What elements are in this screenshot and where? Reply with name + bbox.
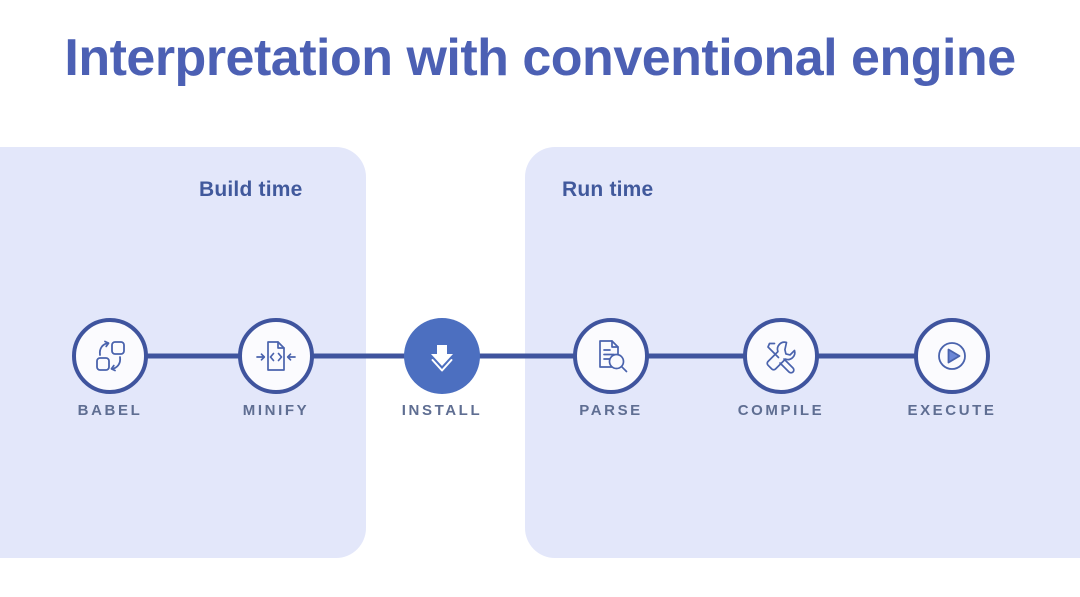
pipeline-node-parse[interactable]: PARSE — [573, 318, 649, 419]
node-disc — [743, 318, 819, 394]
transform-squares-icon — [90, 336, 130, 376]
pipeline-node-minify[interactable]: MINIFY — [238, 318, 314, 419]
pipeline-node-execute[interactable]: EXECUTE — [907, 318, 994, 419]
pipeline-node-install[interactable]: INSTALL — [402, 318, 480, 419]
document-magnifier-icon — [590, 335, 632, 377]
node-label: BABEL — [77, 402, 143, 419]
panel-build-time-label: Build time — [199, 178, 303, 201]
node-disc — [914, 318, 990, 394]
pipeline-node-babel[interactable]: BABEL — [72, 318, 148, 419]
code-document-compress-icon — [254, 336, 298, 376]
node-label: MINIFY — [242, 402, 310, 419]
node-disc — [573, 318, 649, 394]
node-label: PARSE — [579, 402, 643, 419]
node-disc — [238, 318, 314, 394]
panel-run-time-label: Run time — [562, 178, 654, 201]
download-arrow-icon — [422, 336, 462, 376]
page-title: Interpretation with conventional engine — [64, 29, 1016, 87]
play-circle-icon — [931, 335, 973, 377]
node-disc — [404, 318, 480, 394]
node-label: EXECUTE — [907, 402, 997, 419]
pipeline-node-compile[interactable]: COMPILE — [738, 318, 822, 419]
node-label: COMPILE — [737, 402, 825, 419]
wrench-screwdriver-icon — [760, 335, 802, 377]
node-label: INSTALL — [401, 402, 483, 419]
node-disc — [72, 318, 148, 394]
